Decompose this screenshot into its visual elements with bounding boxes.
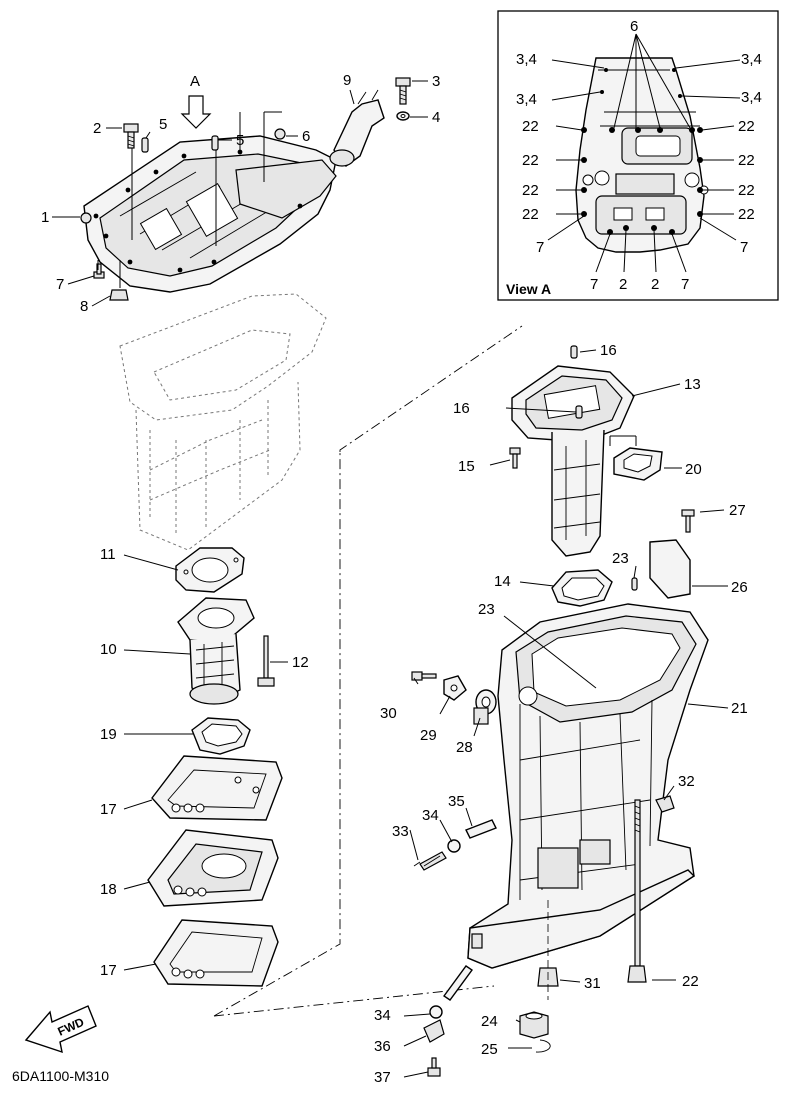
callout-34: 34 bbox=[374, 1007, 391, 1024]
callout-17: 17 bbox=[100, 801, 117, 818]
view-arrow-icon bbox=[180, 95, 212, 129]
callout-5: 5 bbox=[236, 132, 244, 149]
bolt-2 bbox=[123, 123, 139, 149]
fwd-arrow-icon: FWD bbox=[24, 1005, 97, 1054]
exhaust-guide-10 bbox=[177, 597, 255, 705]
plate-26 bbox=[649, 539, 691, 599]
view-a-title: View A bbox=[506, 281, 551, 297]
clip-25 bbox=[535, 1039, 551, 1053]
part-36 bbox=[423, 1019, 445, 1043]
callout-29: 29 bbox=[420, 727, 437, 744]
view-a-callout-22: 22 bbox=[522, 182, 539, 199]
view-a-callout-7: 7 bbox=[590, 276, 598, 293]
callout-16: 16 bbox=[453, 400, 470, 417]
callout-17: 17 bbox=[100, 962, 117, 979]
engine-reference-outline bbox=[119, 293, 327, 551]
callout-10: 10 bbox=[100, 641, 117, 658]
upper-casing-21 bbox=[467, 603, 709, 969]
callout-33: 33 bbox=[392, 823, 409, 840]
callout-22: 22 bbox=[682, 973, 699, 990]
grommet-28 bbox=[473, 689, 497, 725]
callout-20: 20 bbox=[685, 461, 702, 478]
view-a-callout-3-4: 3,4 bbox=[516, 51, 537, 68]
upper-case-part: A bbox=[80, 73, 411, 301]
callout-30: 30 bbox=[380, 705, 397, 722]
plate-18 bbox=[147, 829, 279, 907]
view-a-callout-6: 6 bbox=[630, 18, 638, 35]
view-a-callout-7: 7 bbox=[681, 276, 689, 293]
bolt-12 bbox=[257, 635, 275, 687]
callout-26: 26 bbox=[731, 579, 748, 596]
callout-12: 12 bbox=[292, 654, 309, 671]
view-a-callout-22: 22 bbox=[522, 118, 539, 135]
callout-2: 2 bbox=[93, 120, 101, 137]
callout-23: 23 bbox=[612, 550, 629, 567]
callout-9: 9 bbox=[343, 72, 351, 89]
callout-1: 1 bbox=[41, 209, 49, 226]
callout-11: 11 bbox=[100, 546, 116, 563]
view-a-callout-3-4: 3,4 bbox=[516, 91, 537, 108]
part-20 bbox=[613, 447, 663, 481]
callout-27: 27 bbox=[729, 502, 746, 519]
callout-5: 5 bbox=[159, 116, 167, 133]
callout-13: 13 bbox=[684, 376, 701, 393]
gasket-17 bbox=[151, 755, 283, 821]
nut-24 bbox=[519, 1011, 549, 1039]
callout-24: 24 bbox=[481, 1013, 498, 1030]
view-a-callout-22: 22 bbox=[522, 152, 539, 169]
callout-23: 23 bbox=[478, 601, 495, 618]
view-a-callout-22: 22 bbox=[738, 206, 755, 223]
callout-36: 36 bbox=[374, 1038, 391, 1055]
gasket-11 bbox=[175, 547, 245, 593]
view-a-drawing bbox=[575, 57, 709, 253]
hose-35 bbox=[465, 819, 497, 839]
view-a-inset: 6 3,4 3,4 3,4 3,4 22 22 22 22 22 22 22 2… bbox=[497, 10, 779, 301]
view-a-callout-7: 7 bbox=[740, 239, 748, 256]
view-a-callout-22: 22 bbox=[738, 182, 755, 199]
callout-21: 21 bbox=[731, 700, 748, 717]
callout-4: 4 bbox=[432, 109, 440, 126]
callout-3: 3 bbox=[432, 73, 440, 90]
view-a-callout-7: 7 bbox=[536, 239, 544, 256]
callout-35: 35 bbox=[448, 793, 465, 810]
view-a-callout-2: 2 bbox=[619, 276, 627, 293]
callout-14: 14 bbox=[494, 573, 511, 590]
view-a-callout-22: 22 bbox=[738, 118, 755, 135]
fitting-33 bbox=[413, 851, 447, 871]
callout-16: 16 bbox=[600, 342, 617, 359]
seal-19 bbox=[191, 717, 251, 755]
view-a-callout-3-4: 3,4 bbox=[741, 89, 762, 106]
long-bolt-22 bbox=[627, 799, 647, 983]
callout-7: 7 bbox=[56, 276, 64, 293]
callout-15: 15 bbox=[458, 458, 475, 475]
callout-6: 6 bbox=[302, 128, 310, 145]
callout-37: 37 bbox=[374, 1069, 391, 1086]
diagram-code: 6DA1100-M310 bbox=[12, 1068, 109, 1084]
gasket-17-lower bbox=[153, 919, 279, 987]
callout-8: 8 bbox=[80, 298, 88, 315]
callout-28: 28 bbox=[456, 739, 473, 756]
alignment-line bbox=[213, 325, 523, 1017]
view-a-leaders bbox=[547, 33, 741, 273]
callout-19: 19 bbox=[100, 726, 117, 743]
callout-34: 34 bbox=[422, 807, 439, 824]
callout-31: 31 bbox=[584, 975, 601, 992]
seal-14 bbox=[551, 569, 613, 607]
callout-18: 18 bbox=[100, 881, 117, 898]
view-a-callout-3-4: 3,4 bbox=[741, 51, 762, 68]
view-a-callout-22: 22 bbox=[522, 206, 539, 223]
view-a-callout-2: 2 bbox=[651, 276, 659, 293]
callout-25: 25 bbox=[481, 1041, 498, 1058]
view-a-callout-22: 22 bbox=[738, 152, 755, 169]
exhaust-manifold-13 bbox=[511, 365, 635, 557]
view-arrow-label: A bbox=[190, 73, 200, 90]
callout-32: 32 bbox=[678, 773, 695, 790]
